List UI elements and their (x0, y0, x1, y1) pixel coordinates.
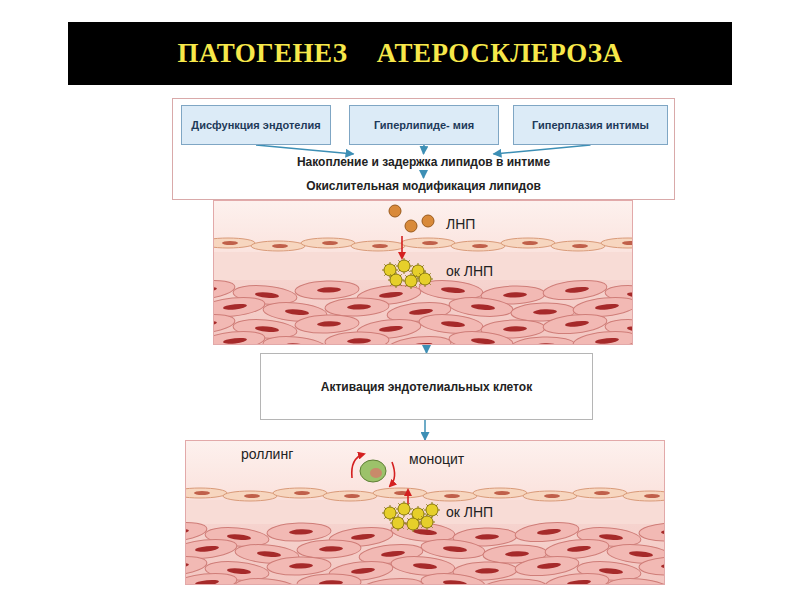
flow-arrow (256, 145, 354, 154)
oxidized-ldl (382, 258, 433, 289)
smooth-muscle (214, 278, 632, 344)
flow-arrow (494, 145, 591, 154)
flow-arrow (423, 170, 425, 178)
ldl-particle (405, 220, 417, 232)
endothelium (214, 238, 632, 251)
red-arrow (401, 236, 403, 258)
smooth-muscle (186, 520, 664, 584)
panel-ground (213, 200, 633, 345)
vessel-illustration: ЛНП ок ЛНП (213, 200, 633, 345)
box-text: Гиперлипиде- мия (374, 119, 474, 132)
illustration-label: роллинг (239, 446, 295, 462)
rolling-arrow (390, 462, 395, 486)
title-bar: ПАТОГЕНЕЗ АТЕРОСКЛЕРОЗА (68, 22, 732, 85)
ldl-particle (389, 205, 401, 217)
monocyte (360, 460, 386, 482)
ldl-particle (422, 215, 434, 227)
box-text: Активация эндотелиальных клеток (321, 380, 532, 394)
illustration-label: ок ЛНП (444, 263, 495, 279)
process-text: Накопление и задержка липидов в интиме (173, 155, 674, 169)
endothelium (186, 488, 664, 501)
illustration-label: ок ЛНП (444, 504, 495, 520)
cause-box: Дисфункция эндотелия (181, 105, 331, 145)
flow-arrow (423, 145, 425, 154)
illustration-label: моноцит (407, 451, 466, 467)
flow-arrow (424, 420, 426, 440)
cause-box: Гиперплазия интимы (513, 105, 668, 145)
process-panel: Накопление и задержка липидов в интимеОк… (172, 98, 675, 200)
flow-arrow (426, 345, 428, 353)
process-text: Окислительная модификация липидов (173, 179, 674, 193)
box-text: Дисфункция эндотелия (191, 119, 320, 132)
rolling-arrow (352, 454, 364, 478)
title-text: ПАТОГЕНЕЗ АТЕРОСКЛЕРОЗА (178, 38, 623, 69)
illustration-label: ЛНП (444, 216, 477, 232)
vessel-illustration: роллинг моноцит ок ЛНП (185, 440, 665, 585)
panel-ground (185, 440, 665, 585)
oxidized-ldl (382, 501, 440, 532)
cause-box: Гиперлипиде- мия (349, 105, 499, 145)
monocyte-nucleus (370, 468, 382, 478)
process-box: Активация эндотелиальных клеток (260, 353, 593, 420)
box-text: Гиперплазия интимы (532, 119, 649, 132)
